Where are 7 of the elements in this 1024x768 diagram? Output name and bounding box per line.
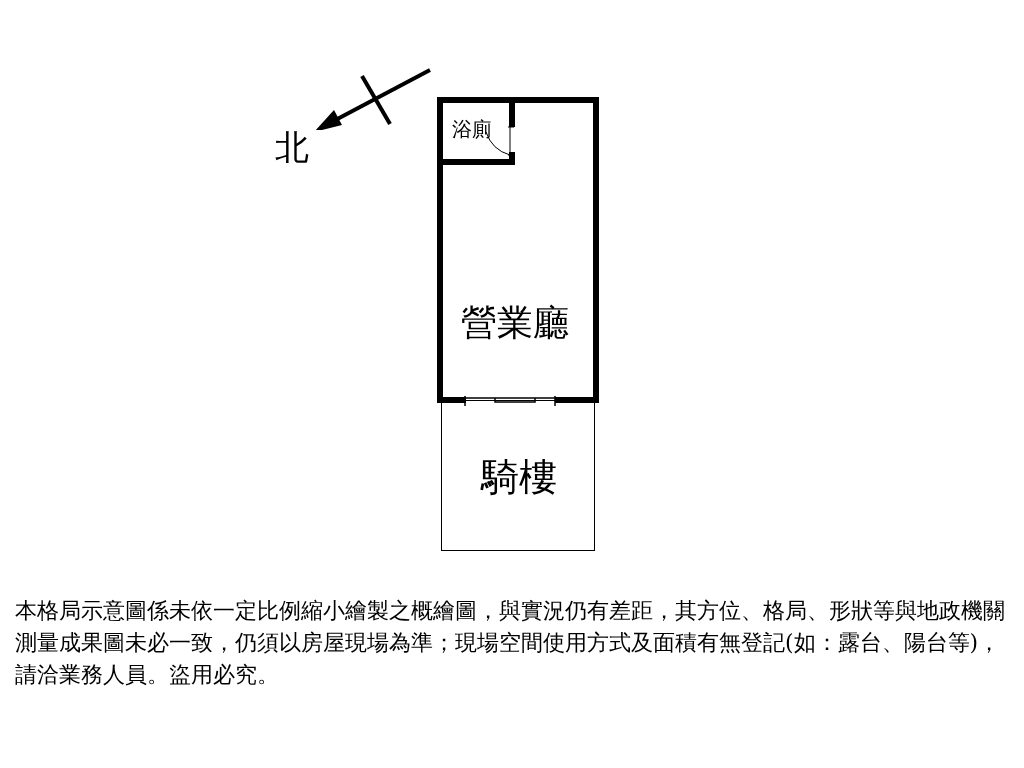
- arcade-outline: [441, 400, 595, 551]
- disclaimer-note: 本格局示意圖係未依一定比例縮小繪製之概繪圖，與實況仍有差距，其方位、格局、形狀等與地政機關測量成果圖未必一致，仍須以房屋現場為準；現場空間使用方式及面積有無登記(如：露台、陽台等)，請洽業務人員。盜用必究。: [15, 597, 1006, 689]
- room-name: 騎樓: [481, 458, 557, 496]
- room-name: 浴廁: [452, 119, 492, 139]
- compass-label: 北: [275, 130, 309, 164]
- room-name: 營業廳: [461, 305, 569, 341]
- room-walls: [437, 97, 599, 403]
